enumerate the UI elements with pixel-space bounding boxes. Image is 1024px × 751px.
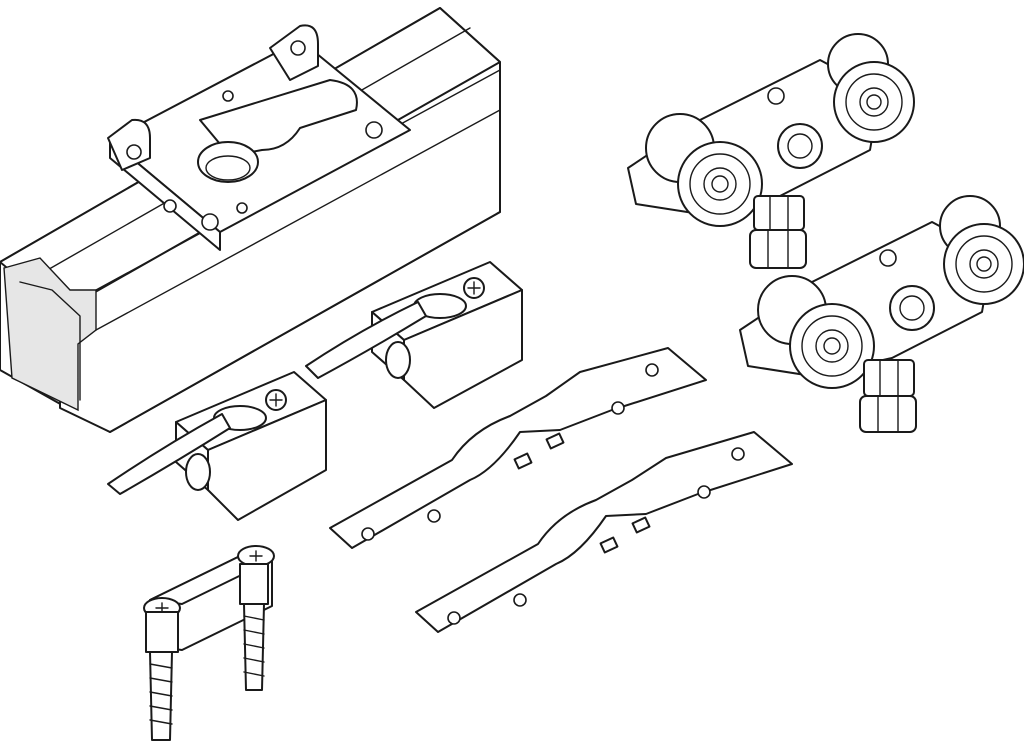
track-stopper [107,371,327,521]
roller-carriage [739,195,1024,433]
roller-carriage [627,33,915,269]
ceiling-bracket [107,24,411,251]
floor-guide [143,545,275,741]
top-fixing-plate [329,347,707,549]
top-fixing-plate [415,431,793,633]
track-stopper [305,261,523,409]
